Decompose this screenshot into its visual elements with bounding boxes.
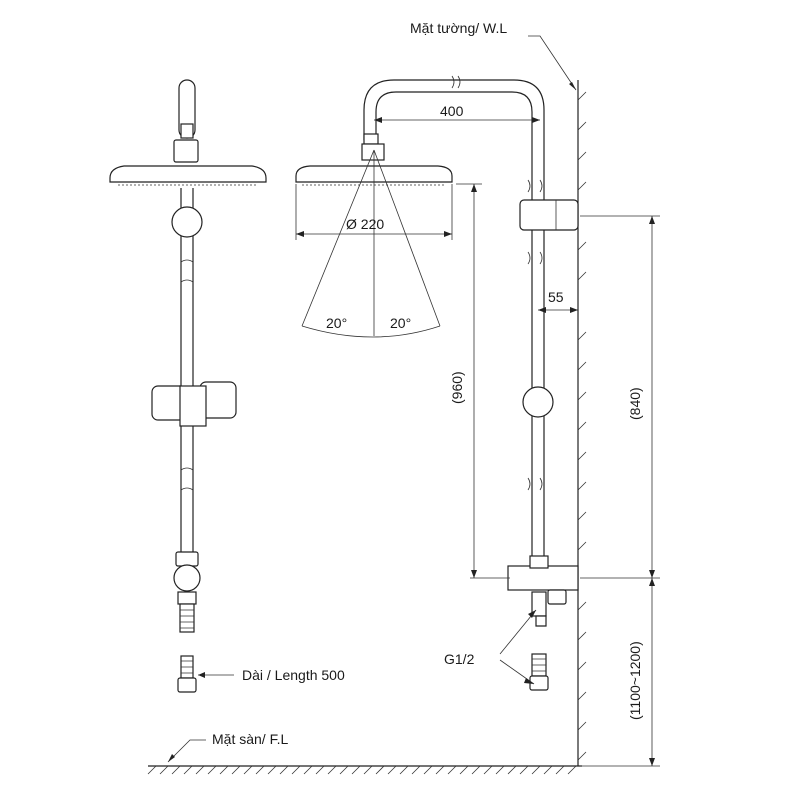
hose-length-label: Dài / Length 500 bbox=[242, 667, 345, 683]
side-view bbox=[295, 75, 579, 691]
arm-reach-label: 400 bbox=[440, 103, 464, 119]
wall-offset-label: 55 bbox=[548, 289, 564, 305]
bracket-span-label: (840) bbox=[627, 387, 643, 420]
hose-leader bbox=[198, 672, 234, 678]
wall-offset-dimension bbox=[538, 307, 578, 313]
wall-leader bbox=[528, 35, 577, 91]
front-view bbox=[109, 79, 267, 693]
floor-leader bbox=[167, 739, 206, 763]
spray-angle-right: 20° bbox=[390, 315, 411, 331]
thread-label: G1/2 bbox=[444, 651, 475, 667]
spray-cone bbox=[301, 149, 441, 338]
mount-height-dimension bbox=[580, 578, 660, 767]
diameter-dimension bbox=[295, 184, 453, 240]
wall-label: Mặt tường/ W.L bbox=[410, 20, 507, 36]
thread-leaders bbox=[499, 609, 537, 685]
bracket-span-dimension bbox=[580, 215, 660, 579]
total-height-label: (960) bbox=[449, 371, 465, 404]
total-height-dimension bbox=[456, 183, 510, 579]
spray-angle-left: 20° bbox=[326, 315, 347, 331]
floor bbox=[147, 765, 582, 775]
arm-reach-dimension bbox=[374, 117, 540, 123]
floor-label: Mặt sàn/ F.L bbox=[212, 731, 288, 747]
diameter-label: Ø 220 bbox=[346, 216, 384, 232]
wall bbox=[577, 80, 587, 766]
mount-height-label: (1100~1200) bbox=[627, 641, 643, 720]
